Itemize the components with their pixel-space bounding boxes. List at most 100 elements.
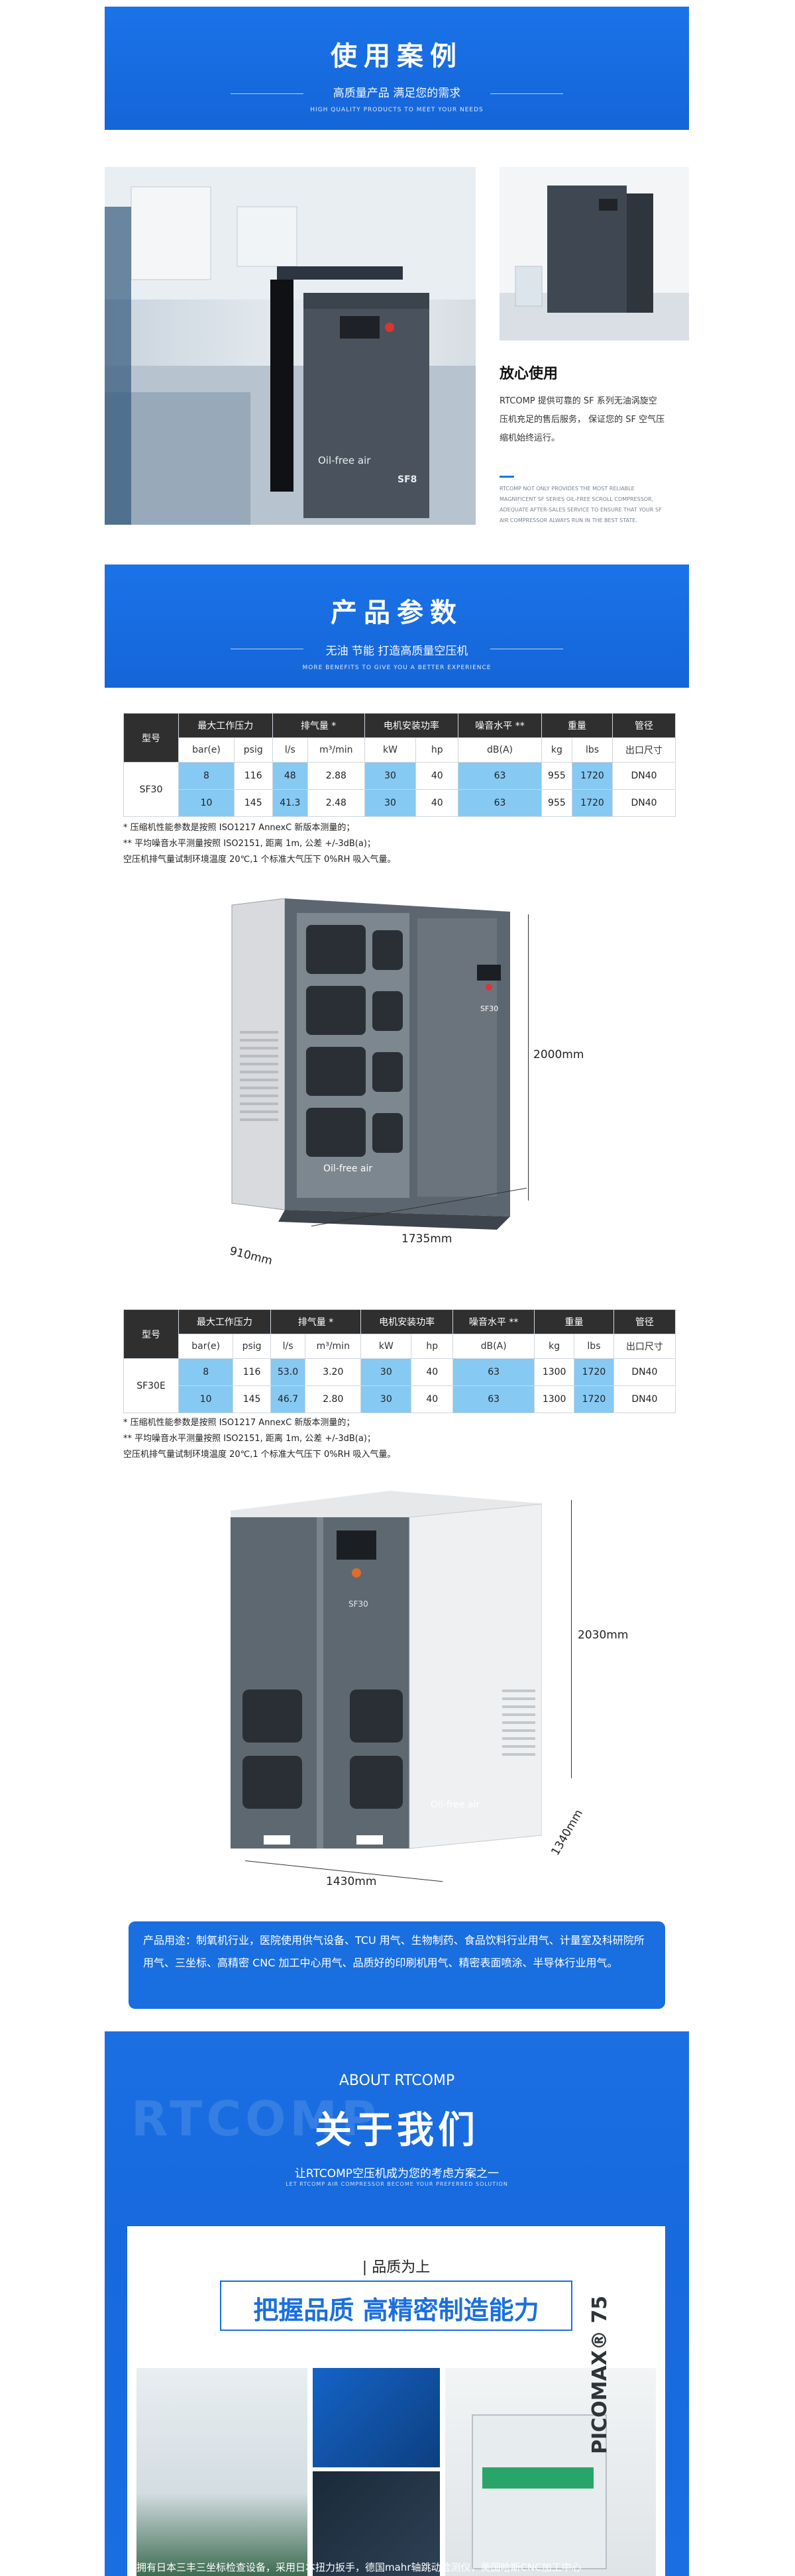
table-cell: 116 bbox=[233, 762, 273, 790]
about-tiny: LET RTCOMP AIR COMPRESSOR BECOME YOUR PR… bbox=[286, 2181, 508, 2187]
unit-cell: psig bbox=[233, 737, 273, 763]
sf30-illustration bbox=[231, 898, 510, 1230]
col-power: 电机安装功率 bbox=[364, 713, 459, 738]
sf30-brand: Oil-free air bbox=[323, 1163, 373, 1174]
table-cell: 145 bbox=[233, 789, 273, 817]
table-cell: 46.7 bbox=[270, 1385, 306, 1413]
table-cell: 30 bbox=[364, 789, 417, 817]
table-cell: 40 bbox=[411, 1358, 454, 1386]
table-cell: DN40 bbox=[612, 762, 676, 790]
lab-photo: Oil-free air SF8 bbox=[105, 167, 476, 525]
col-noise: 噪音水平 ** bbox=[452, 1309, 535, 1334]
reassure-title: 放心使用 bbox=[500, 366, 558, 382]
sf30e-illustration bbox=[231, 1491, 549, 1849]
col-noise: 噪音水平 ** bbox=[458, 713, 542, 738]
table-cell: 30 bbox=[360, 1358, 412, 1386]
col-pipe: 管径 bbox=[613, 1309, 676, 1334]
compressor-photo bbox=[500, 167, 689, 341]
spec-table-sf30e: 型号 最大工作压力 排气量 * 电机安装功率 噪音水平 ** 重量 管径 bar… bbox=[123, 1309, 676, 1413]
about-en: ABOUT RTCOMP bbox=[339, 2072, 455, 2089]
table-row: 10 145 41.3 2.48 30 40 63 955 1720 DN40 bbox=[124, 789, 676, 817]
cases-banner: 使用案例 高质量产品 满足您的需求 HIGH QUALITY PRODUCTS … bbox=[105, 7, 689, 130]
about-caption: 拥有日本三丰三坐标检查设备，采用日本扭力扳手，德国mahr轴跳动检测仪，美国哈斯… bbox=[136, 2561, 582, 2573]
unit-cell: l/s bbox=[270, 1334, 306, 1359]
col-pressure: 最大工作压力 bbox=[178, 1309, 271, 1334]
table-cell: 2.88 bbox=[307, 762, 365, 790]
table-cell: 8 bbox=[178, 1358, 234, 1386]
table-cell: 955 bbox=[541, 762, 572, 790]
unit-cell: hp bbox=[411, 1334, 454, 1359]
reassure-tiny: RTCOMP NOT ONLY PROVIDES THE MOST RELIAB… bbox=[500, 486, 662, 523]
table-cell: 40 bbox=[415, 762, 459, 790]
table-cell: 40 bbox=[411, 1385, 454, 1413]
table-cell: 1300 bbox=[534, 1385, 575, 1413]
dim-line-vertical bbox=[571, 1500, 572, 1778]
reassure-text: RTCOMP 提供可靠的 SF 系列无油涡旋空压机充足的售后服务， 保证您的 S… bbox=[500, 396, 665, 443]
model-cell: SF30E bbox=[123, 1358, 179, 1413]
table2-notes: * 压缩机性能参数是按照 ISO1217 AnnexC 新版本测量的； ** 平… bbox=[123, 1415, 396, 1463]
table-cell: 40 bbox=[415, 789, 459, 817]
sf30e-depth: 1340mm bbox=[549, 1807, 586, 1858]
divider bbox=[231, 93, 303, 94]
sf30-height: 2000mm bbox=[533, 1048, 584, 1061]
col-pressure: 最大工作压力 bbox=[178, 713, 273, 738]
sf30e-label: SF30 bbox=[348, 1599, 368, 1609]
col-flow: 排气量 * bbox=[272, 713, 365, 738]
tools-photo bbox=[313, 2471, 440, 2576]
table-cell: 955 bbox=[541, 789, 572, 817]
unit-cell: lbs bbox=[571, 737, 613, 763]
table-cell: 1300 bbox=[534, 1358, 575, 1386]
table-cell: 30 bbox=[364, 762, 417, 790]
note-line: ** 平均噪音水平测量按照 ISO2151, 距离 1m, 公差 +/-3dB(… bbox=[123, 1434, 376, 1444]
table-row: 10 145 46.7 2.80 30 40 63 1300 1720 DN40 bbox=[124, 1385, 676, 1413]
sf8-brand: Oil-free air bbox=[318, 455, 371, 466]
unit-cell: hp bbox=[415, 737, 459, 763]
table-cell: 116 bbox=[233, 1358, 271, 1386]
about-section: RTCOMP ABOUT RTCOMP 关于我们 让RTCOMP空压机成为您的考… bbox=[105, 2031, 689, 2576]
col-power: 电机安装功率 bbox=[360, 1309, 454, 1334]
table-cell: 1720 bbox=[574, 1385, 614, 1413]
compressor-room-illustration bbox=[500, 167, 689, 341]
table-cell: 8 bbox=[178, 762, 235, 790]
sf8-label: SF8 bbox=[398, 474, 417, 485]
unit-cell: 出口尺寸 bbox=[613, 1334, 676, 1359]
cases-title: 使用案例 bbox=[331, 41, 463, 72]
col-model: 型号 bbox=[123, 1309, 179, 1359]
spec-table-sf30: 型号 最大工作压力 排气量 * 电机安装功率 噪音水平 ** 重量 管径 bar… bbox=[123, 713, 676, 817]
picomax-label: PICOMAX® 75 bbox=[588, 2295, 611, 2454]
unit-cell: m³/min bbox=[305, 1334, 362, 1359]
note-line: 空压机排气量试制环境温度 20℃,1 个标准大气压下 0%RH 吸入气量。 bbox=[123, 855, 396, 865]
cases-subtitle: 高质量产品 满足您的需求 bbox=[333, 87, 461, 100]
about-watermark: RTCOMP bbox=[131, 2091, 380, 2147]
unit-cell: 出口尺寸 bbox=[612, 737, 676, 763]
cases-tiny: HIGH QUALITY PRODUCTS TO MEET YOUR NEEDS bbox=[310, 107, 484, 113]
params-subtitle: 无油 节能 打造高质量空压机 bbox=[325, 645, 468, 658]
unit-cell: kg bbox=[541, 737, 572, 763]
sf30e-width: 1430mm bbox=[326, 1875, 377, 1888]
wrench-photo bbox=[313, 2368, 440, 2467]
unit-cell: bar(e) bbox=[178, 1334, 234, 1359]
quality-title: 把握品质 高精密制造能力 bbox=[253, 2296, 539, 2325]
sf30-width: 1735mm bbox=[401, 1232, 452, 1246]
unit-cell: psig bbox=[233, 1334, 271, 1359]
table-cell: 1720 bbox=[571, 762, 613, 790]
table-cell: 63 bbox=[452, 1385, 535, 1413]
params-tiny: MORE BENEFITS TO GIVE YOU A BETTER EXPER… bbox=[302, 665, 492, 671]
table-cell: 2.80 bbox=[305, 1385, 362, 1413]
sf30e-machine-drawing: SF30 Oil-free air bbox=[224, 1491, 549, 1862]
unit-cell: m³/min bbox=[307, 737, 365, 763]
table-cell: DN40 bbox=[613, 1385, 676, 1413]
quality-card: | 品质为上 把握品质 高精密制造能力 PICOMAX® 75 bbox=[127, 2226, 665, 2576]
quality-title-box bbox=[220, 2281, 572, 2331]
sf30-label: SF30 bbox=[480, 1004, 499, 1013]
note-line: ** 平均噪音水平测量按照 ISO2151, 距离 1m, 公差 +/-3dB(… bbox=[123, 839, 376, 849]
note-line: * 压缩机性能参数是按照 ISO1217 AnnexC 新版本测量的； bbox=[123, 1418, 355, 1428]
accent-line bbox=[500, 476, 514, 478]
table-cell: 10 bbox=[178, 1385, 234, 1413]
note-line: 空压机排气量试制环境温度 20℃,1 个标准大气压下 0%RH 吸入气量。 bbox=[123, 1450, 396, 1460]
cmm-photo bbox=[136, 2368, 307, 2576]
usage-box: 产品用途：制氧机行业，医院使用供气设备、TCU 用气、生物制药、食品饮料行业用气… bbox=[129, 1921, 665, 2009]
table-cell: 1720 bbox=[574, 1358, 614, 1386]
col-model: 型号 bbox=[123, 713, 179, 763]
table-cell: 53.0 bbox=[270, 1358, 306, 1386]
